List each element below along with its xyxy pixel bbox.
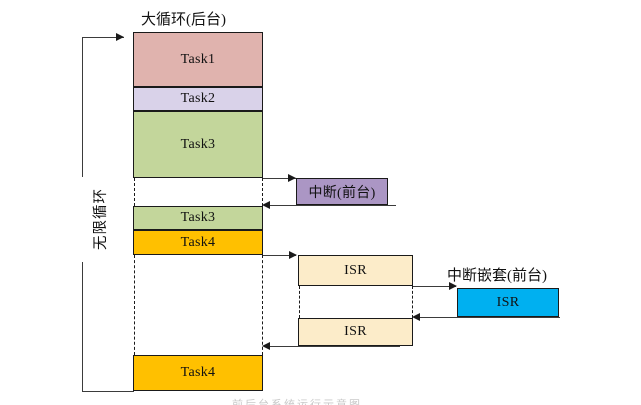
- suspend-dash-right-upper: [262, 178, 263, 206]
- suspend-dash-left-lower: [134, 255, 135, 355]
- bottom-caption: 前后台系统运行示意图: [232, 399, 362, 405]
- suspend-dash-left-upper: [134, 178, 135, 206]
- main-loop-title: 大循环(后台): [141, 12, 226, 28]
- isr-enter-arrowhead: [289, 250, 297, 259]
- loop-top-arrowhead: [116, 32, 124, 41]
- loop-spine-lower: [82, 262, 83, 392]
- task-block-task4-second: Task4: [133, 355, 263, 391]
- isr-block-second: ISR: [298, 318, 413, 346]
- nested-isr-block: ISR: [457, 288, 559, 317]
- task-block-task2: Task2: [133, 87, 263, 111]
- loop-spine-upper: [82, 37, 83, 177]
- nested-interrupt-title: 中断嵌套(前台): [447, 268, 547, 284]
- nested-return-line: [414, 317, 560, 318]
- interrupt-return-line: [264, 205, 396, 206]
- loop-top-arm: [82, 37, 124, 38]
- isr-return-line: [264, 346, 400, 347]
- isr-block-first: ISR: [298, 255, 413, 286]
- isr-suspend-dash-left: [299, 286, 300, 318]
- isr-suspend-dash-right: [412, 286, 413, 318]
- loop-bottom-arm: [82, 391, 134, 392]
- nested-return-arrowhead: [412, 312, 420, 321]
- interrupt-enter-line: [263, 178, 296, 179]
- task-block-task1: Task1: [133, 32, 263, 87]
- interrupt-box: 中断(前台): [296, 178, 388, 205]
- task-block-task3-first: Task3: [133, 111, 263, 178]
- suspend-dash-right-lower: [262, 255, 263, 355]
- task-block-task4-first: Task4: [133, 230, 263, 255]
- nested-enter-line: [413, 286, 456, 287]
- nested-enter-arrowhead: [449, 281, 457, 290]
- task-block-task3-second: Task3: [133, 206, 263, 230]
- interrupt-return-arrowhead: [262, 200, 270, 209]
- isr-enter-line: [263, 255, 296, 256]
- isr-return-arrowhead: [262, 341, 270, 350]
- interrupt-enter-arrowhead: [288, 173, 296, 182]
- infinite-loop-label: 无限循环: [93, 188, 109, 250]
